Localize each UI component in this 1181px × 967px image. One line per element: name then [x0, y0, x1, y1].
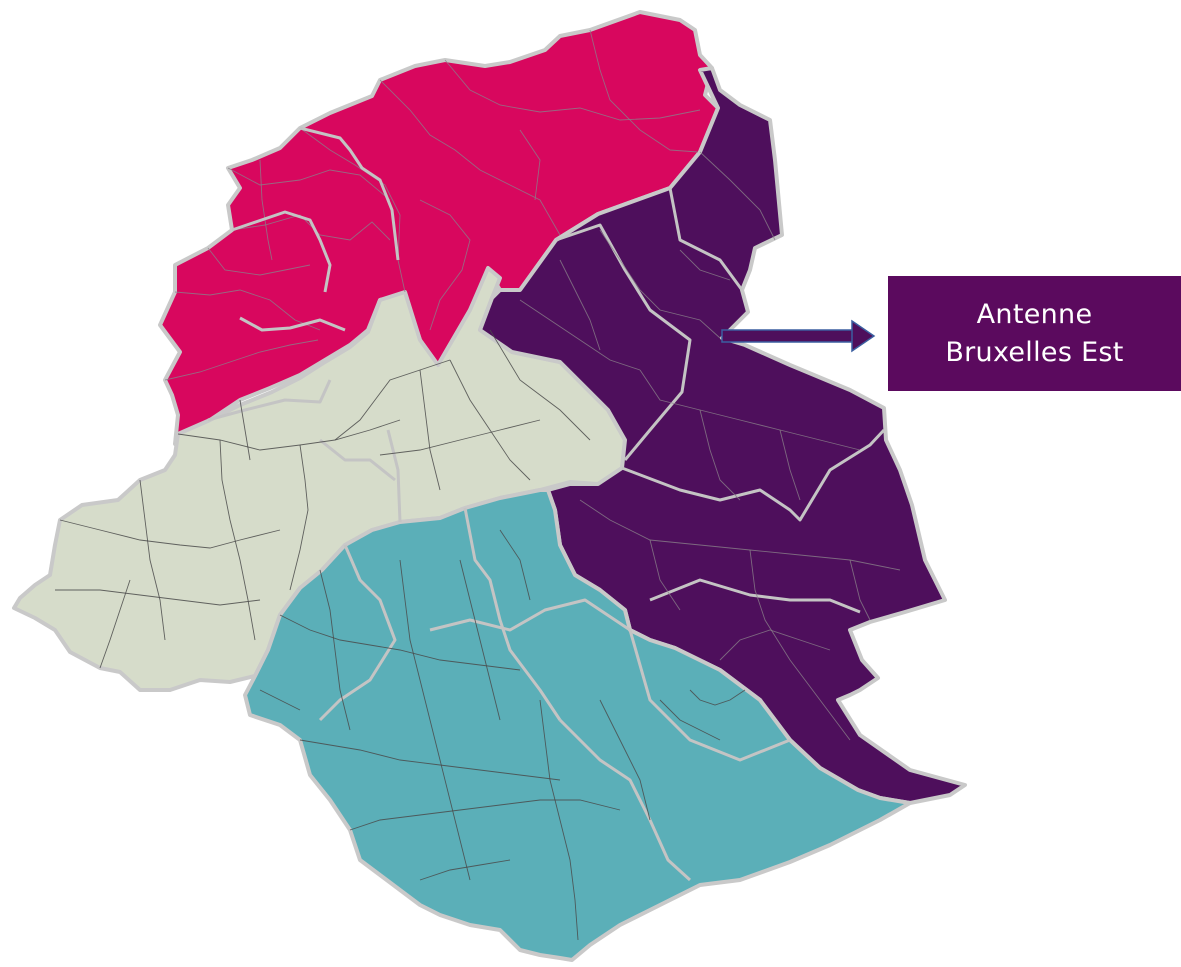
- commune-borders: [207, 126, 886, 882]
- antenne-label: Antenne Bruxelles Est: [888, 276, 1181, 391]
- center-subdivisions: [55, 329, 591, 669]
- east-subdivisions: [519, 151, 901, 741]
- antenne-label-line2: Bruxelles Est: [945, 336, 1124, 368]
- antenne-label-line1: Antenne: [976, 298, 1093, 330]
- pointer-arrow: [721, 319, 876, 353]
- south-subdivisions: [259, 529, 746, 941]
